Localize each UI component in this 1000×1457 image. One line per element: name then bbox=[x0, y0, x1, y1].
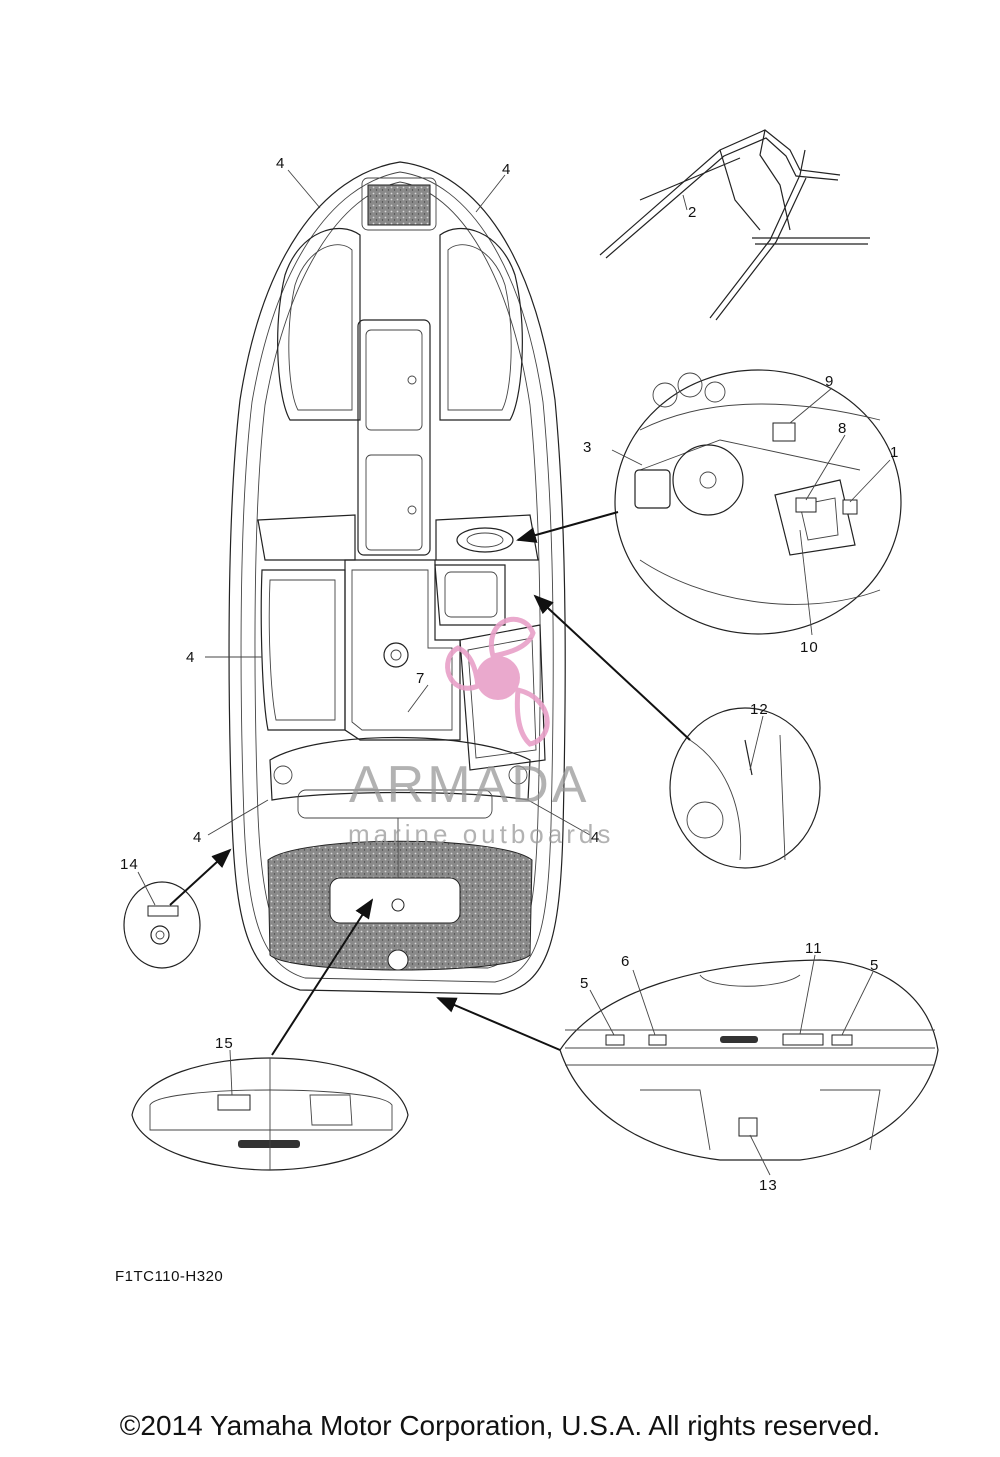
pointer-arrows bbox=[169, 511, 691, 1056]
watermark: ARMADA marine outboards bbox=[348, 616, 614, 849]
callout-numbers: 1 2 3 4 4 4 4 4 5 5 6 7 8 9 10 11 12 13 … bbox=[120, 155, 899, 1194]
callout-4-bow-left: 4 bbox=[276, 155, 285, 172]
callout-13: 13 bbox=[759, 1177, 778, 1194]
watermark-brand: ARMADA bbox=[349, 756, 589, 814]
arrow-side bbox=[533, 594, 691, 741]
wakeboard-tower bbox=[599, 129, 870, 321]
callout-8: 8 bbox=[838, 420, 847, 437]
side-detail-view bbox=[669, 707, 821, 869]
callout-5-left: 5 bbox=[580, 975, 589, 992]
callout-2: 2 bbox=[688, 204, 697, 221]
floor-drain bbox=[383, 642, 409, 668]
callout-11: 11 bbox=[805, 940, 823, 957]
callout-4-port-side: 4 bbox=[186, 649, 195, 666]
callout-4-bow-right: 4 bbox=[502, 161, 511, 178]
hull-side-detail-view bbox=[123, 881, 201, 969]
copyright-notice: ©2014 Yamaha Motor Corporation, U.S.A. A… bbox=[119, 1410, 881, 1441]
callout-15: 15 bbox=[215, 1035, 234, 1052]
callout-1: 1 bbox=[890, 444, 899, 461]
arrow-stern bbox=[436, 997, 561, 1051]
arrow-helm bbox=[516, 511, 619, 543]
callout-6: 6 bbox=[621, 953, 630, 970]
leader-lines bbox=[137, 169, 891, 1176]
stern-storage-detail-view bbox=[131, 1057, 409, 1171]
helm-detail-view bbox=[614, 369, 902, 635]
steering-wheel bbox=[456, 527, 514, 553]
callout-7: 7 bbox=[416, 670, 425, 687]
stern-detail-view bbox=[559, 959, 939, 1161]
callout-4-stern-left: 4 bbox=[193, 829, 202, 846]
callout-12: 12 bbox=[750, 701, 769, 718]
propeller-logo bbox=[445, 616, 550, 747]
callout-14: 14 bbox=[120, 856, 139, 873]
figure-code: F1TC110-H320 bbox=[115, 1268, 224, 1285]
callout-9: 9 bbox=[825, 373, 834, 390]
callout-3: 3 bbox=[583, 439, 592, 456]
arrow-hull-side bbox=[169, 848, 232, 906]
boat-hull-top-view bbox=[228, 161, 566, 995]
callout-10: 10 bbox=[800, 639, 819, 656]
watermark-tagline: marine outboards bbox=[348, 819, 614, 849]
callout-5-right: 5 bbox=[870, 957, 879, 974]
bow-deck-pad bbox=[367, 184, 431, 226]
callout-4-stern-right: 4 bbox=[591, 829, 600, 846]
arrow-storage bbox=[271, 898, 374, 1056]
